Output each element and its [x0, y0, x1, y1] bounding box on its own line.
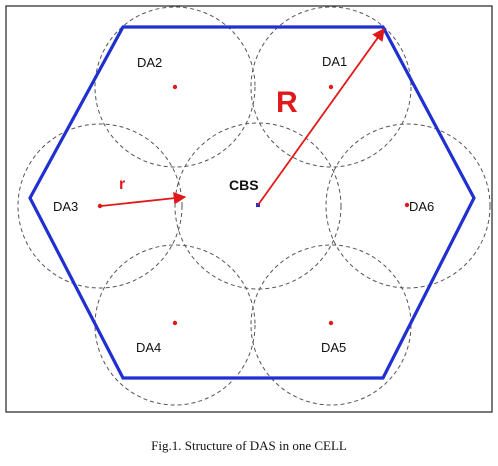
antenna-dots: [97, 84, 410, 326]
big-radius-label: R: [276, 86, 298, 119]
da2-label: DA2: [137, 55, 162, 70]
coverage-circle-da3: [17, 123, 183, 289]
da4-dot: [172, 320, 178, 326]
cbs-label: CBS: [229, 177, 259, 193]
da4-label: DA4: [136, 340, 161, 355]
coverage-circle-da1: [250, 6, 412, 168]
da3-dot: [97, 203, 103, 209]
da3-label: DA3: [53, 199, 78, 214]
coverage-circle-cbs: [174, 122, 342, 290]
da6-label: DA6: [409, 199, 434, 214]
da1-label: DA1: [322, 54, 347, 69]
small-radius-arrow: [100, 191, 187, 207]
coverage-circle-da6: [325, 123, 491, 289]
coverage-circle-da4: [94, 244, 256, 406]
coverage-circle-da2: [94, 6, 256, 168]
big-radius-arrow: [257, 27, 385, 206]
figure-caption: Fig.1. Structure of DAS in one CELL: [151, 438, 347, 453]
da6-dot: [404, 202, 410, 208]
small-radius-label: r: [119, 176, 125, 193]
figure-frame: [5, 5, 493, 413]
da5-label: DA5: [321, 340, 346, 355]
da2-dot: [172, 84, 178, 90]
da5-dot: [328, 320, 334, 326]
cell-hexagon: [28, 25, 476, 380]
da1-dot: [328, 84, 334, 90]
